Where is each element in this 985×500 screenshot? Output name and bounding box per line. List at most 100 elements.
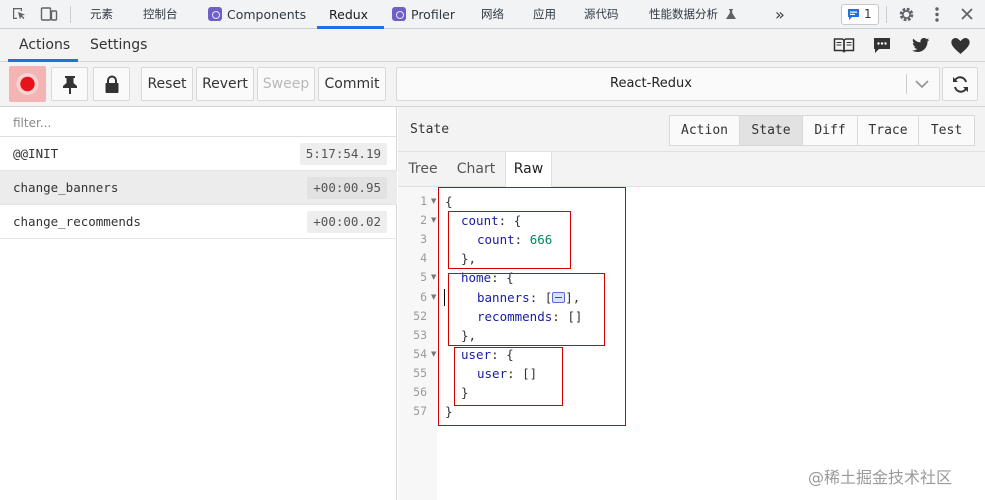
record-icon — [16, 73, 39, 95]
fold-toggle-icon[interactable]: ▼ — [431, 349, 437, 358]
fold-toggle-icon[interactable]: ▼ — [431, 273, 437, 282]
issues-count: 1 — [864, 7, 872, 21]
devtools-tab-strip: 元素 控制台 Components Redux Profiler 网络 应用 源… — [0, 0, 985, 29]
issues-button[interactable]: 1 — [841, 4, 879, 25]
tab-redux[interactable]: Redux — [329, 7, 369, 22]
view-tab-tree[interactable]: Tree — [408, 161, 438, 177]
view-tab-raw[interactable]: Raw — [505, 152, 552, 188]
line-number-gutter — [398, 187, 437, 500]
inspector-title: State — [410, 122, 450, 137]
heart-icon[interactable] — [951, 38, 970, 54]
filter-input[interactable]: filter... — [0, 107, 397, 137]
monitor-tab-test[interactable]: Test — [918, 115, 975, 146]
tab-performance-insights-label: 性能数据分析 — [649, 7, 718, 21]
active-subtab-indicator — [8, 59, 78, 62]
line-number: 5 — [420, 270, 427, 285]
tab-settings[interactable]: Settings — [90, 37, 148, 53]
json-key: count — [477, 232, 515, 248]
sync-icon — [953, 76, 968, 93]
more-vertical-icon[interactable] — [931, 6, 943, 23]
pin-icon — [63, 76, 77, 94]
json-punctuation: : — [514, 232, 530, 248]
active-tab-indicator — [317, 26, 384, 29]
tab-profiler-label: Profiler — [411, 7, 456, 22]
json-punctuation: : [] — [552, 308, 583, 324]
twitter-icon[interactable] — [912, 38, 930, 53]
sweep-button[interactable]: Sweep — [257, 67, 315, 101]
code-line: }, — [461, 326, 476, 345]
inspect-element-icon[interactable] — [11, 6, 27, 22]
json-punctuation: { — [445, 194, 453, 209]
json-key: home — [461, 270, 492, 286]
lock-button[interactable] — [93, 67, 130, 101]
tab-components[interactable]: Components — [208, 0, 306, 29]
code-line: recommends: [] — [477, 307, 582, 326]
pin-button[interactable] — [51, 67, 88, 101]
book-icon[interactable] — [833, 37, 855, 54]
code-line: } — [445, 402, 453, 421]
monitor-tab-diff[interactable]: Diff — [802, 115, 858, 146]
line-number: 57 — [413, 404, 427, 419]
code-line: count: { — [461, 211, 521, 230]
collapsed-range-icon[interactable] — [552, 291, 566, 303]
text-cursor — [444, 288, 445, 306]
store-select-value: React-Redux — [610, 76, 692, 91]
monitor-tab-state[interactable]: State — [739, 115, 803, 146]
line-number: 3 — [420, 232, 427, 247]
json-punctuation: : [] — [507, 365, 538, 381]
tab-profiler[interactable]: Profiler — [392, 0, 455, 29]
divider — [70, 6, 71, 23]
action-time: 5:17:54.19 — [299, 143, 387, 165]
tab-console[interactable]: 控制台 — [143, 7, 178, 21]
more-tabs-button[interactable]: » — [775, 5, 785, 24]
react-icon — [392, 7, 406, 21]
inspector-header: State Action State Diff Trace Test — [398, 107, 985, 152]
action-row[interactable]: change_recommends+00:00.02 — [0, 205, 397, 239]
close-icon[interactable] — [960, 7, 974, 21]
commit-button[interactable]: Commit — [318, 67, 386, 101]
code-line: }, — [461, 249, 476, 268]
code-line: user: [] — [477, 364, 537, 383]
view-tab-chart[interactable]: Chart — [456, 161, 496, 177]
feedback-chat-icon[interactable] — [873, 37, 891, 54]
tab-performance-insights[interactable]: 性能数据分析 — [649, 0, 737, 29]
fold-toggle-icon[interactable]: ▼ — [431, 292, 437, 301]
action-name: change_banners — [13, 180, 119, 195]
store-select[interactable]: React-Redux — [396, 67, 940, 101]
line-number: 54 — [413, 346, 427, 361]
json-punctuation: }, — [461, 327, 477, 343]
monitor-tab-trace[interactable]: Trace — [857, 115, 919, 146]
reset-button[interactable]: Reset — [141, 67, 193, 101]
tab-actions[interactable]: Actions — [19, 37, 71, 53]
inspector-panel: State Action State Diff Trace Test Tree … — [398, 107, 985, 500]
tab-network[interactable]: 网络 — [481, 7, 504, 21]
sync-button[interactable] — [942, 67, 978, 101]
tab-sources[interactable]: 源代码 — [584, 7, 619, 21]
react-icon — [208, 7, 222, 21]
line-number: 52 — [413, 308, 427, 323]
tab-elements[interactable]: 元素 — [90, 7, 113, 21]
json-punctuation: ], — [565, 289, 581, 305]
json-key: user — [461, 346, 492, 362]
json-key: banners — [477, 289, 530, 305]
record-button[interactable] — [9, 66, 46, 102]
annotation-box-user — [454, 347, 563, 406]
annotation-box-root — [438, 187, 626, 426]
gear-icon[interactable] — [898, 6, 915, 23]
monitor-tab-action[interactable]: Action — [669, 115, 740, 146]
annotation-box-home — [448, 273, 605, 346]
action-row[interactable]: change_banners +00:00.95 — [0, 171, 397, 205]
fold-toggle-icon[interactable]: ▼ — [431, 216, 437, 225]
tab-application[interactable]: 应用 — [533, 7, 556, 21]
line-number: 1 — [420, 194, 427, 208]
device-toolbar-icon[interactable] — [40, 5, 58, 23]
code-line: banners: [], — [477, 288, 580, 307]
revert-button[interactable]: Revert — [196, 67, 254, 101]
action-time: +00:00.95 — [307, 177, 387, 199]
flask-icon — [725, 9, 736, 19]
fold-toggle-icon[interactable]: ▼ — [431, 197, 437, 205]
divider — [906, 74, 907, 94]
annotation-box-count — [448, 211, 571, 269]
